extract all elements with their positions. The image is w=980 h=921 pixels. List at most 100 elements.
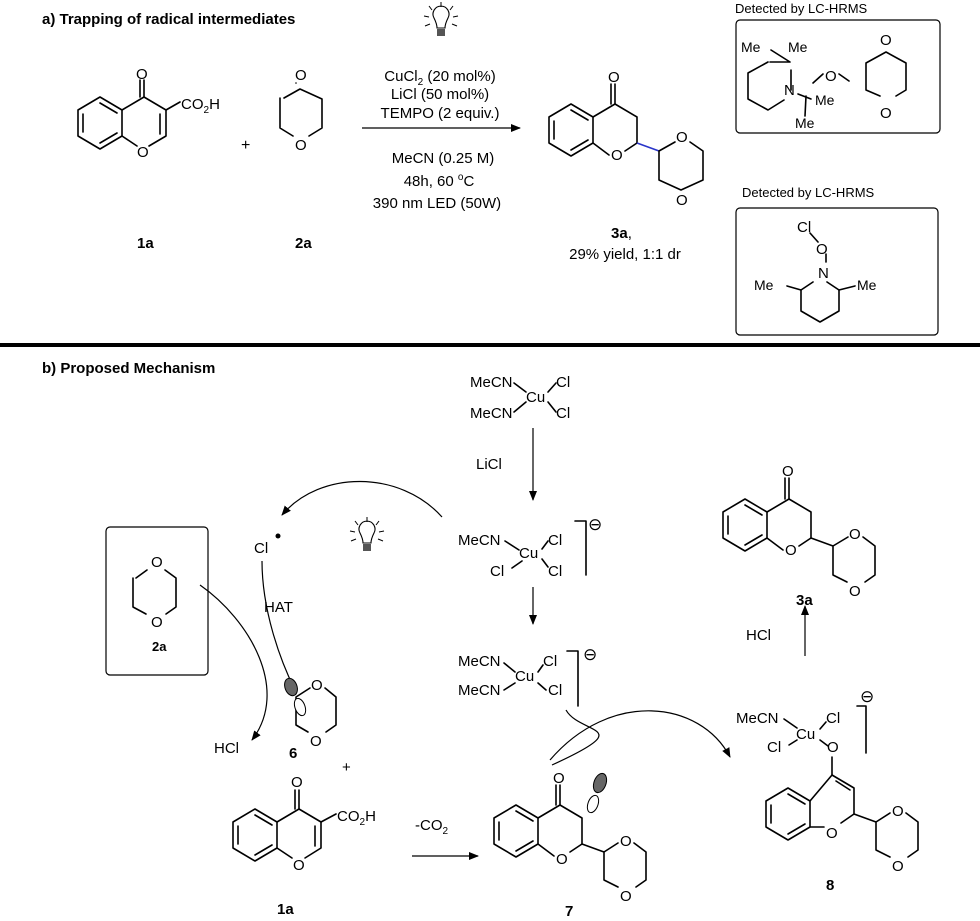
plus-sign-b: + [342,759,351,776]
atom-o: O [892,803,904,820]
svg-text:Cl: Cl [548,563,562,580]
hcl-left: HCl [214,740,239,757]
label-3a-top: 3a, [611,225,632,242]
atom-o: O [676,129,688,146]
label-8: 8 [826,877,834,894]
arrow-hat [261,560,296,691]
svg-text:MeCN: MeCN [470,374,513,391]
detected-box-1 [735,19,941,134]
condition-cucl2: CuCl2 (20 mol%) [384,68,495,88]
me-label: Me [795,115,815,131]
atom-o: O [136,66,148,83]
co2h-label: CO2H [181,96,220,116]
cl-radical: Cl [254,540,268,557]
svg-text:O: O [827,739,839,756]
condition-solvent: MeCN (0.25 M) [392,150,495,167]
svg-text:Cu: Cu [796,726,815,743]
svg-text:Cu: Cu [526,389,545,406]
p-orbital-icon [592,772,608,794]
radical-dot [275,533,281,539]
atom-o: O [608,69,620,86]
atom-o: O [151,554,163,571]
product-yield: 29% yield, 1:1 dr [569,246,681,263]
p-orbital-icon [284,677,298,697]
cu-complex-top: MeCN Cu Cl MeCN Cl [470,374,570,422]
atom-o: O [311,677,323,694]
me-label: Me [857,277,877,293]
svg-text:Cl: Cl [767,739,781,756]
svg-text:Cl: Cl [556,405,570,422]
atom-o: O [611,147,623,164]
molecule-3a-top: O O O O [548,69,704,209]
atom-o: O [310,733,322,750]
curved-arrow-cl-release [281,481,443,518]
curved-arrow-connector [551,709,600,766]
molecule-3a-bottom: O O O O [722,463,876,600]
charge-minus: ⊖ [588,515,602,534]
molecule-2a-box: O O [132,554,177,631]
svg-text:Cl: Cl [490,563,504,580]
atom-o: O [880,105,892,122]
atom-o: O [825,68,837,85]
box-label-2a: 2a [152,639,167,654]
svg-text:MeCN: MeCN [736,710,779,727]
hat-label: HAT [264,599,293,616]
atom-o: O [849,526,861,543]
section-a-title: a) Trapping of radical intermediates [42,11,295,28]
plus-sign: + [241,137,250,154]
label-2a: 2a [295,235,312,252]
atom-o: O [620,833,632,850]
me-label: Me [741,39,761,55]
atom-n: N [784,82,795,99]
atom-o: O [849,583,861,600]
condition-time-temp: 48h, 60 oC [404,172,475,190]
curved-arrow-to-8 [549,710,731,761]
svg-text:Cl: Cl [548,532,562,549]
svg-text:MeCN: MeCN [458,653,501,670]
charge-minus: ⊖ [860,687,874,706]
co2h-label: CO2H [337,808,376,828]
atom-o: O [816,241,828,258]
atom-o: O [676,192,688,209]
svg-text:Cu: Cu [515,668,534,685]
svg-text:Cl: Cl [556,374,570,391]
svg-text:Cl: Cl [548,682,562,699]
svg-text:MeCN: MeCN [470,405,513,422]
atom-o: O [785,542,797,559]
molecule-2a: O O [279,67,323,154]
cu-anion-complex-2: MeCN Cu Cl MeCN Cl ⊖ [458,645,597,707]
licl-label: LiCl [476,456,502,473]
me-label: Me [754,277,774,293]
atom-cl: Cl [797,219,811,236]
charge-minus: ⊖ [583,645,597,664]
svg-text:Cl: Cl [826,710,840,727]
label-1a: 1a [137,235,154,252]
radical-7: O O O O [493,770,647,905]
me-label: Me [815,92,835,108]
svg-text:Cl: Cl [543,653,557,670]
label-3a-bottom: 3a [796,592,813,609]
atom-o: O [892,858,904,875]
atom-o: O [293,857,305,874]
dioxane-box [105,526,209,676]
atom-o: O [295,67,307,84]
atom-o: O [620,888,632,905]
svg-text:MeCN: MeCN [458,532,501,549]
label-1a-bottom: 1a [277,901,294,918]
lightbulb-icon [349,516,385,552]
tempo-dioxane-adduct: Me Me N O Me Me O O [741,32,907,131]
section-b-title: b) Proposed Mechanism [42,360,215,377]
radical-6: O O [284,677,337,750]
detected-label-1: Detected by LC-HRMS [735,1,868,16]
atom-n: N [818,265,829,282]
molecule-1a: O O CO2H [77,66,220,161]
atom-o: O [553,770,565,787]
detected-label-2: Detected by LC-HRMS [742,185,875,200]
cu-anion-complex: MeCN Cu Cl Cl Cl ⊖ [458,515,602,580]
atom-o: O [151,614,163,631]
svg-text:MeCN: MeCN [458,682,501,699]
molecule-1a-bottom: O O CO2H [232,774,376,874]
arrow-hcl [199,584,268,741]
condition-licl: LiCl (50 mol%) [391,86,489,103]
